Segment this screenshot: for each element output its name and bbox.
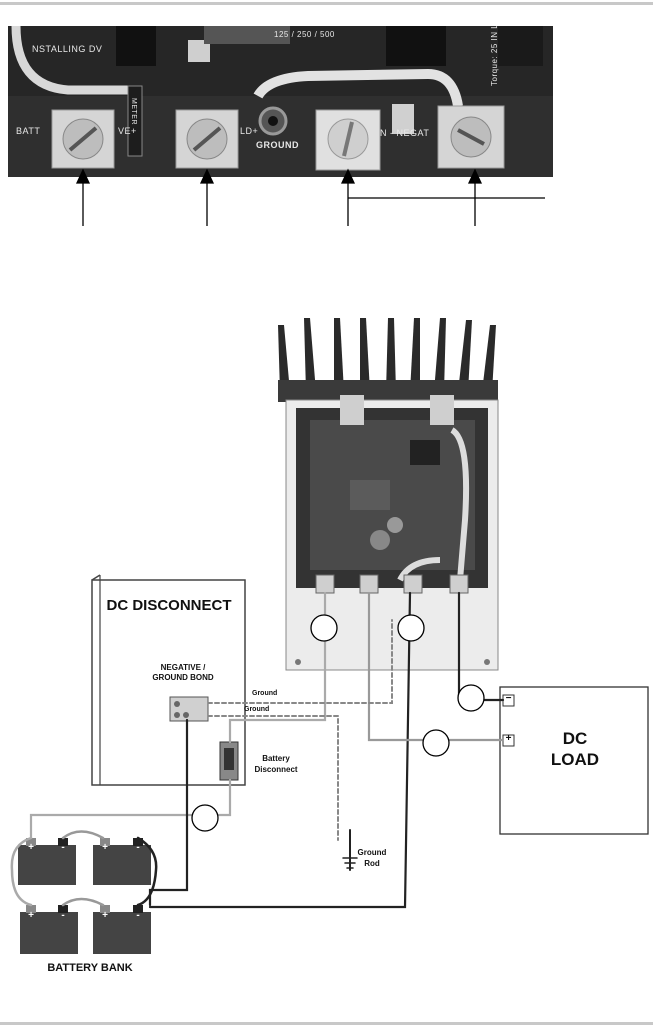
load-neg-symbol: − bbox=[505, 693, 512, 704]
battery-bank-graphic bbox=[18, 838, 151, 954]
load-positive-label: LD+ bbox=[240, 126, 259, 136]
terminal-screw-2 bbox=[175, 109, 239, 169]
b4-plus: + bbox=[102, 910, 108, 921]
callout-circle-5 bbox=[191, 804, 219, 832]
battery-3 bbox=[20, 905, 78, 954]
battery-1 bbox=[18, 838, 76, 885]
b3-minus: - bbox=[61, 910, 65, 921]
battery-4 bbox=[93, 905, 151, 954]
battery-2 bbox=[93, 838, 151, 885]
load-pos-symbol: + bbox=[505, 733, 512, 744]
b1-plus: + bbox=[28, 842, 34, 853]
wire-ground-2 bbox=[207, 715, 339, 841]
ground-jack bbox=[258, 106, 288, 136]
ground-rod-label: Ground Rod bbox=[357, 848, 387, 868]
callout-circle-1 bbox=[310, 614, 338, 642]
terminal-screw-1 bbox=[51, 109, 115, 169]
b2-minus: - bbox=[136, 842, 140, 853]
top-rule bbox=[0, 2, 653, 5]
wire-ground-1 bbox=[207, 619, 393, 704]
batt-label: BATT bbox=[16, 126, 41, 136]
negative-label: N - NEGAT bbox=[380, 128, 430, 138]
dc-disconnect-box bbox=[91, 574, 246, 786]
dc-load-box bbox=[499, 686, 649, 835]
bottom-rule bbox=[0, 1022, 653, 1025]
terminal-block-photo: BATT VE+ LD+ GROUND N - NEGAT METER NSTA… bbox=[8, 26, 553, 177]
terminal-screw-3 bbox=[315, 109, 381, 171]
callout-arrow-4 bbox=[467, 168, 483, 184]
ground-wire-label-2: Ground bbox=[244, 706, 270, 713]
b4-minus: - bbox=[136, 910, 140, 921]
wire-batt-neg-bond bbox=[148, 718, 189, 907]
wire-batt-pos bbox=[29, 778, 232, 840]
battery-disconnect-label: Battery Disconnect bbox=[254, 754, 298, 774]
dc-load-label: DC LOAD bbox=[550, 729, 600, 769]
callout-arrow-1 bbox=[75, 168, 91, 184]
charge-controller bbox=[278, 318, 499, 671]
callout-circle-3 bbox=[457, 684, 485, 712]
terminal-photo-graphic bbox=[8, 26, 553, 177]
dc-disconnect-title: DC DISCONNECT bbox=[106, 597, 232, 614]
callout-arrow-3 bbox=[340, 168, 356, 184]
installing-label: NSTALLING DV bbox=[32, 44, 103, 54]
ground-wire-label-1: Ground bbox=[252, 690, 278, 697]
b3-plus: + bbox=[28, 910, 34, 921]
battery-bank-label: BATTERY BANK bbox=[47, 962, 133, 974]
b1-minus: - bbox=[61, 842, 65, 853]
ratings-label: 125 / 250 / 500 bbox=[274, 30, 335, 39]
ground-label: GROUND bbox=[256, 140, 299, 150]
neg-ground-bond-label: NEGATIVE / GROUND BOND bbox=[152, 663, 214, 682]
jumper-top bbox=[61, 830, 105, 840]
photo-callouts bbox=[75, 168, 545, 226]
jumper-bottom bbox=[61, 897, 105, 907]
callout-circle-4 bbox=[422, 729, 450, 757]
batt-label-tail: VE+ bbox=[118, 126, 137, 136]
wire-batt-neg-controller bbox=[148, 591, 412, 909]
wire-disconnect-to-controller bbox=[228, 591, 327, 744]
jumper-right bbox=[136, 836, 158, 907]
b2-plus: + bbox=[102, 842, 108, 853]
callout-arrow-2 bbox=[199, 168, 215, 184]
callout-circle-2 bbox=[397, 614, 425, 642]
wire-load-pos bbox=[367, 591, 505, 742]
terminal-screw-4 bbox=[437, 105, 505, 169]
jumper-left bbox=[10, 836, 33, 907]
